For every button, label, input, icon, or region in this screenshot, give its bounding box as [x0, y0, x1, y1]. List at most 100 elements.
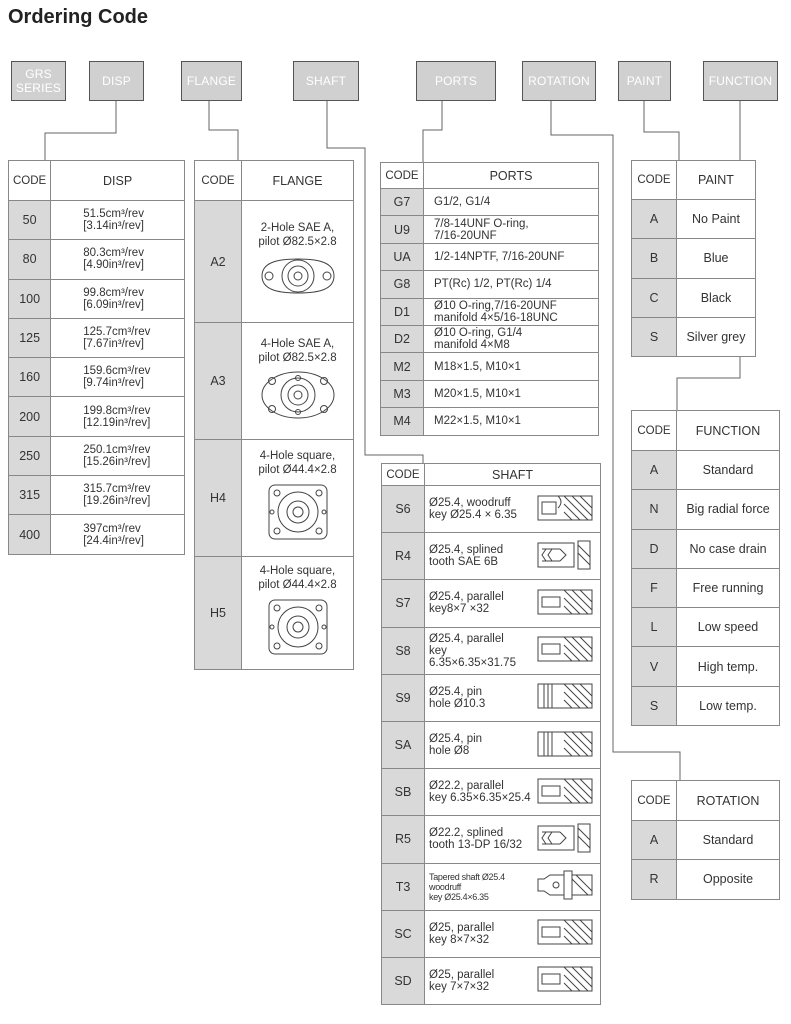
header-ports: PORTS — [416, 61, 496, 101]
disp-metric: 397cm³/rev — [83, 522, 141, 535]
tapered-shaft-icon — [534, 867, 596, 906]
rotation-header: ROTATION — [676, 780, 780, 821]
row-code: 160 — [7, 357, 52, 398]
shaft-line-1: Ø25, parallel — [429, 921, 495, 934]
disp-imperial: [3.14in³/rev] — [83, 220, 144, 233]
flange-description: 4-Hole SAE A,pilot Ø82.5×2.8 — [241, 322, 354, 440]
header-shaft: SHAFT — [293, 61, 359, 101]
table-header-row: CODE PAINT — [631, 160, 756, 200]
disp-header: DISP — [50, 160, 185, 201]
disp-imperial: [12.19in³/rev] — [83, 416, 151, 429]
disp-value: 80.3cm³/rev[4.90in³/rev] — [50, 239, 185, 280]
row-code: R5 — [381, 815, 425, 864]
flange-line-2: pilot Ø82.5×2.8 — [258, 352, 337, 364]
disp-value: 51.5cm³/rev[3.14in³/rev] — [50, 199, 185, 241]
parallel-key-shaft-icon — [534, 916, 596, 951]
code-header: CODE — [631, 780, 677, 821]
table-header-row: CODE FUNCTION — [631, 410, 780, 451]
row-code: SA — [381, 720, 425, 770]
ports-line-1: PT(Rc) 1/2, PT(Rc) 1/4 — [434, 278, 552, 291]
row-code: M4 — [380, 407, 424, 436]
row-code: 100 — [7, 278, 52, 319]
disp-metric: 80.3cm³/rev — [83, 247, 144, 260]
shaft-line-2: tooth 13-DP 16/32 — [429, 839, 523, 852]
row-code: 400 — [7, 514, 52, 555]
row-code: N — [631, 489, 677, 530]
ports-line-1: G1/2, G1/4 — [434, 196, 491, 209]
ports-line-1: Ø10 O-ring,7/16-20UNF — [434, 299, 557, 312]
disp-imperial: [15.26in³/rev] — [83, 455, 151, 468]
function-header: FUNCTION — [676, 410, 780, 451]
paint-label: Blue — [676, 238, 756, 279]
shaft-line-2: key 6.35×6.35×31.75 — [429, 644, 516, 669]
row-code: L — [631, 607, 677, 648]
disp-value: 199.8cm³/rev[12.19in³/rev] — [50, 396, 185, 437]
ports-header: PORTS — [423, 162, 599, 189]
shaft-line-2: key Ø25.4 × 6.35 — [429, 509, 517, 522]
row-code: S — [631, 685, 677, 727]
code-header: CODE — [380, 162, 424, 189]
flange-header: FLANGE — [241, 160, 354, 201]
disp-imperial: [9.74in³/rev] — [83, 377, 144, 390]
parallel-key-shaft-icon — [534, 775, 596, 810]
flange-description: 4-Hole square,pilot Ø44.4×2.8 — [241, 439, 354, 557]
pin-hole-shaft-icon — [534, 680, 596, 715]
disp-value: 315.7cm³/rev[19.26in³/rev] — [50, 475, 185, 516]
row-code: 125 — [7, 317, 52, 359]
shaft-line-2: key8×7 ×32 — [429, 603, 490, 616]
header-grs-series-label: GRS SERIES — [15, 67, 62, 95]
flange-line-2: pilot Ø44.4×2.8 — [258, 464, 337, 476]
code-header: CODE — [381, 463, 425, 486]
table-header-row: CODE ROTATION — [631, 780, 780, 821]
ports-line-1: 1/2-14NPTF, 7/16-20UNF — [434, 250, 565, 263]
row-code: S7 — [381, 579, 425, 628]
function-label: Standard — [676, 449, 780, 491]
paint-header: PAINT — [676, 160, 756, 200]
header-grs-series: GRS SERIES — [11, 61, 66, 101]
disp-value: 250.1cm³/rev[15.26in³/rev] — [50, 435, 185, 477]
row-code: S6 — [381, 484, 425, 534]
row-code: 50 — [7, 199, 52, 241]
shaft-line-1: Ø25.4, pin — [429, 685, 483, 698]
code-header: CODE — [194, 160, 242, 201]
row-code: H5 — [194, 556, 242, 670]
row-code: U9 — [380, 215, 424, 244]
header-rotation: ROTATION — [522, 61, 596, 101]
header-flange: FLANGE — [181, 61, 242, 101]
disp-metric: 159.6cm³/rev — [83, 365, 151, 378]
disp-metric: 125.7cm³/rev — [83, 326, 151, 339]
row-code: D1 — [380, 297, 424, 326]
shaft-line-1: Ø22.2, parallel — [429, 780, 504, 793]
row-code: SB — [381, 768, 425, 817]
parallel-key-shaft-icon — [534, 586, 596, 621]
